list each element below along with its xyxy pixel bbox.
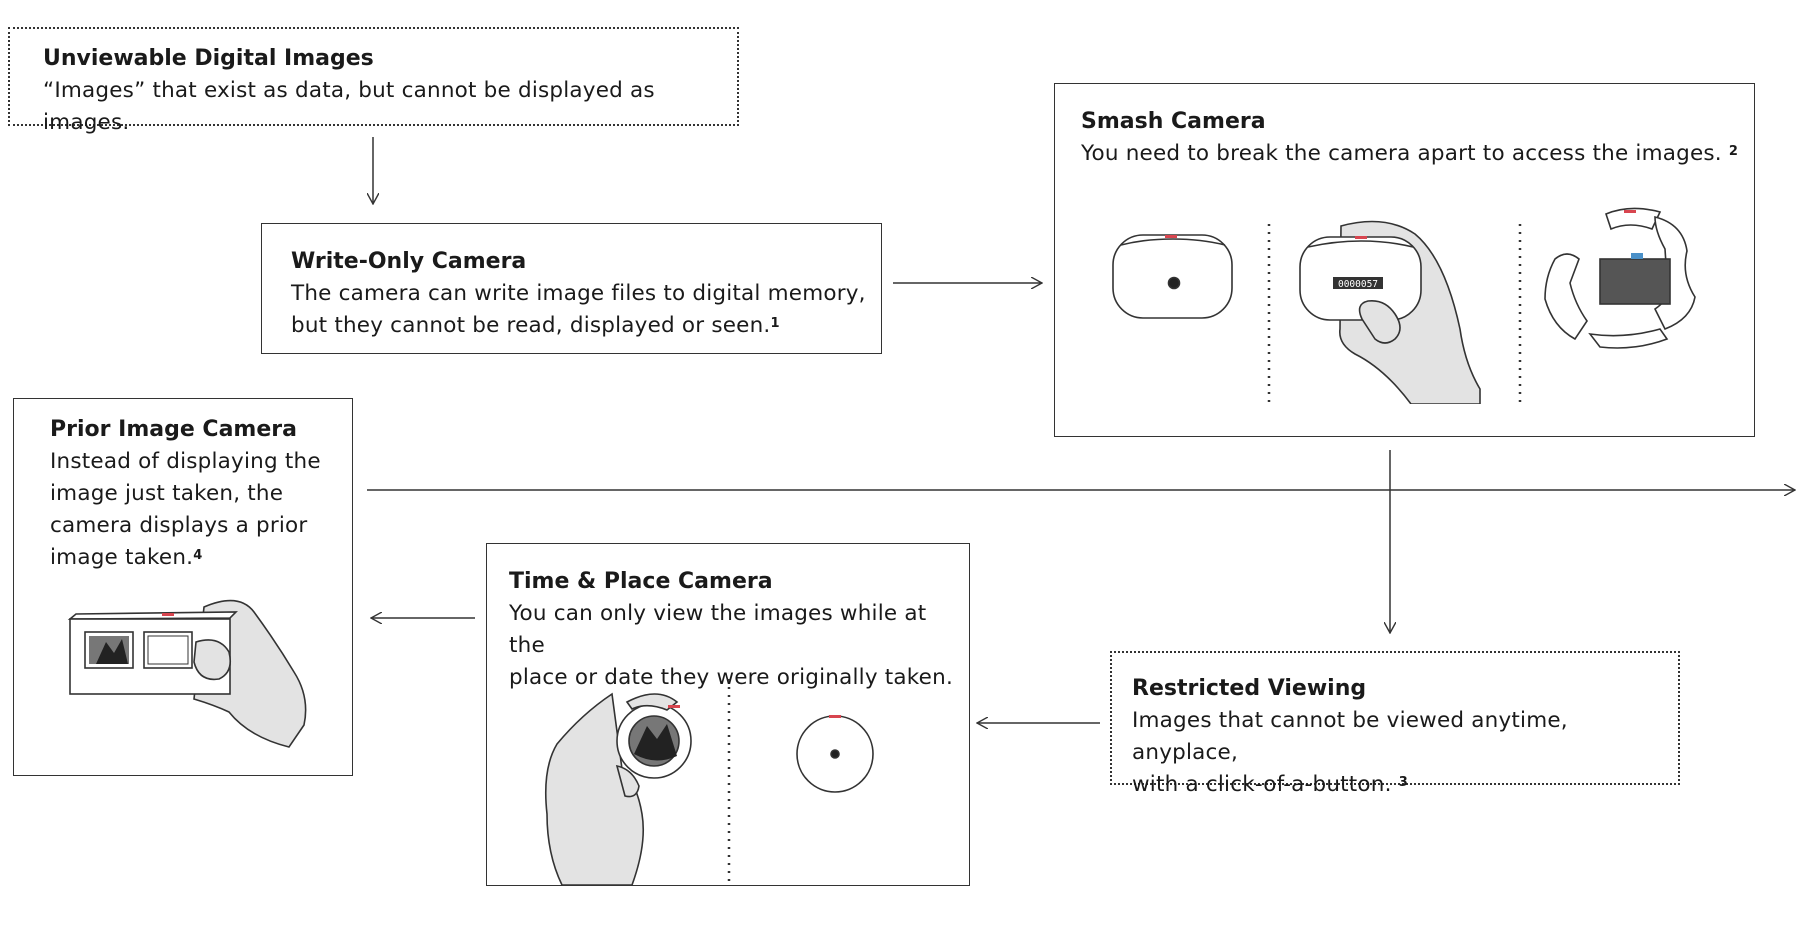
prior-image-camera-node: Prior Image Camera Instead of displaying… — [13, 398, 353, 776]
node-description-line: The camera can write image files to digi… — [291, 281, 866, 306]
node-description-line: You can only view the images while at th… — [509, 601, 927, 658]
node-title: Time & Place Camera — [509, 569, 773, 594]
time-and-place-camera-illustration — [544, 679, 874, 885]
footnote-marker: 2 — [1728, 144, 1739, 159]
node-description-line: Instead of displaying the — [50, 449, 321, 474]
round-camera-image — [796, 715, 874, 793]
node-title: Prior Image Camera — [50, 417, 297, 442]
smash-camera-illustration: 0000057 — [1112, 207, 1696, 404]
node-description-line: camera displays a prior — [50, 513, 308, 538]
write-only-camera-node: Write-Only Camera The camera can write i… — [261, 223, 882, 354]
restricted-viewing-node: Restricted Viewing Images that cannot be… — [1110, 651, 1680, 797]
smash-camera-node: Smash Camera You need to break the camer… — [1054, 83, 1755, 437]
node-description-line: image just taken, the — [50, 481, 284, 506]
node-description: You need to break the camera apart to ac… — [1081, 141, 1722, 166]
prior-image-camera-illustration — [67, 599, 307, 748]
intact-camera-image — [1112, 234, 1233, 319]
node-description-line: place or date they were originally taken… — [509, 665, 953, 690]
node-title: Smash Camera — [1081, 109, 1266, 134]
node-title: Write-Only Camera — [291, 249, 527, 274]
footnote-marker: 3 — [1398, 775, 1408, 790]
node-title: Restricted Viewing — [1132, 676, 1367, 701]
node-description-line: Images that cannot be viewed anytime, an… — [1132, 708, 1568, 765]
node-title: Unviewable Digital Images — [43, 46, 374, 71]
broken-camera-image — [1544, 207, 1696, 349]
time-and-place-camera-node: Time & Place Camera You can only view th… — [486, 543, 970, 886]
node-description-line: image taken. — [50, 545, 194, 570]
node-description-line: but they cannot be read, displayed or se… — [291, 313, 771, 338]
footnote-marker: 4 — [193, 548, 203, 563]
counter-camera-in-hand-image: 0000057 — [1299, 220, 1481, 404]
shot-counter: 0000057 — [1338, 279, 1378, 290]
footnote-marker: 1 — [770, 316, 780, 331]
node-description-line: with a click-of-a-button. — [1132, 772, 1392, 797]
node-description: “Images” that exist as data, but cannot … — [43, 78, 655, 135]
unviewable-images-node: Unviewable Digital Images “Images” that … — [8, 27, 739, 135]
